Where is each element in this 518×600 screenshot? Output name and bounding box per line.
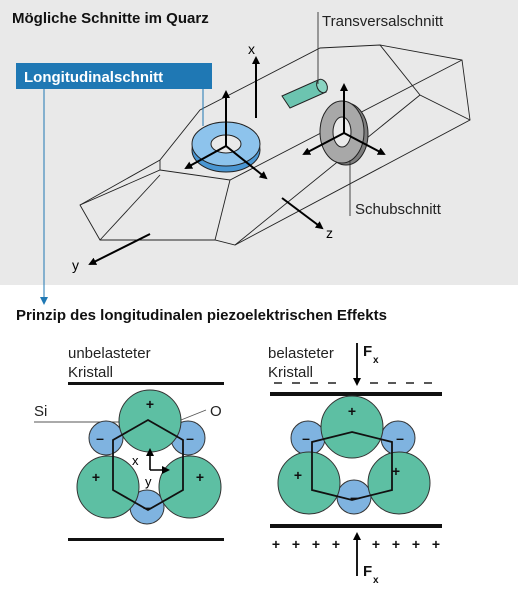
charge-plus: + [146, 396, 154, 412]
si-label: Si [34, 403, 47, 420]
force-top-subscript: x [373, 355, 379, 366]
loaded-hexagon [311, 431, 393, 501]
axis-x-label: x [248, 41, 255, 57]
unloaded-local-axes [146, 448, 170, 474]
svg-text:+: + [372, 536, 380, 552]
charge-plus: + [348, 403, 356, 419]
bottom-panel-title: Prinzip des longitudinalen piezoelektris… [16, 307, 387, 324]
unloaded-bottom-plate [68, 538, 224, 541]
transversal-cut-label: Transversalschnitt [322, 13, 444, 30]
svg-text:+: + [292, 536, 300, 552]
force-top-label: F [363, 343, 372, 360]
top-panel-title: Mögliche Schnitte im Quarz [12, 10, 209, 27]
svg-text:+: + [272, 536, 280, 552]
charge-minus: – [396, 430, 404, 446]
silicon-atom [320, 395, 384, 459]
shear-ring-axes [302, 83, 386, 155]
loaded-caption-line2: Kristall [268, 364, 313, 381]
shear-cut-ring [319, 100, 369, 166]
loaded-charge-signs: + + + – – – [294, 403, 404, 505]
unloaded-axis-y-label: y [145, 474, 152, 489]
svg-text:+: + [312, 536, 320, 552]
charge-plus: + [92, 469, 100, 485]
silicon-atom [277, 451, 341, 515]
charge-minus: – [143, 499, 151, 515]
quartz-crystal-outline [79, 44, 471, 246]
svg-text:+: + [432, 536, 440, 552]
unloaded-caption-line2: Kristall [68, 364, 113, 381]
charge-plus: + [294, 467, 302, 483]
shear-cut-label: Schubschnitt [355, 201, 442, 218]
silicon-atom [76, 455, 140, 519]
force-bottom-subscript: x [373, 575, 379, 586]
silicon-atom [158, 455, 222, 519]
transversal-cut-cylinder [281, 78, 328, 109]
svg-text:+: + [332, 536, 340, 552]
axis-y-label: y [72, 257, 79, 273]
force-bottom-label: F [363, 563, 372, 580]
loaded-top-plate [270, 392, 442, 396]
charge-minus: – [186, 430, 194, 446]
axis-z-label: z [326, 225, 333, 241]
charge-minus: – [96, 430, 104, 446]
charge-plus: + [196, 469, 204, 485]
unloaded-axis-x-label: x [132, 453, 139, 468]
charge-minus: – [350, 489, 358, 505]
longitudinal-ring-axes [184, 90, 268, 180]
oxygen-atom [88, 420, 124, 456]
loaded-atom-cluster [277, 395, 431, 515]
unloaded-caption-line1: unbelasteter [68, 345, 151, 362]
longitudinal-cut-badge-label: Longitudinalschnitt [24, 69, 163, 86]
unloaded-top-plate [68, 382, 224, 385]
loaded-bottom-plate [270, 524, 442, 528]
charge-minus: – [302, 430, 310, 446]
o-label: O [210, 403, 222, 420]
unloaded-hexagon [112, 418, 184, 512]
unloaded-charge-signs: + + + – – – [92, 396, 204, 515]
global-axes [88, 56, 324, 265]
loaded-bottom-positive-charges: + + + + + + + + [272, 536, 440, 552]
silicon-atom [367, 451, 431, 515]
charge-plus: + [392, 463, 400, 479]
svg-text:+: + [412, 536, 420, 552]
svg-text:+: + [392, 536, 400, 552]
loaded-caption-line1: belasteter [268, 345, 334, 362]
longitudinal-cut-badge [16, 63, 212, 89]
